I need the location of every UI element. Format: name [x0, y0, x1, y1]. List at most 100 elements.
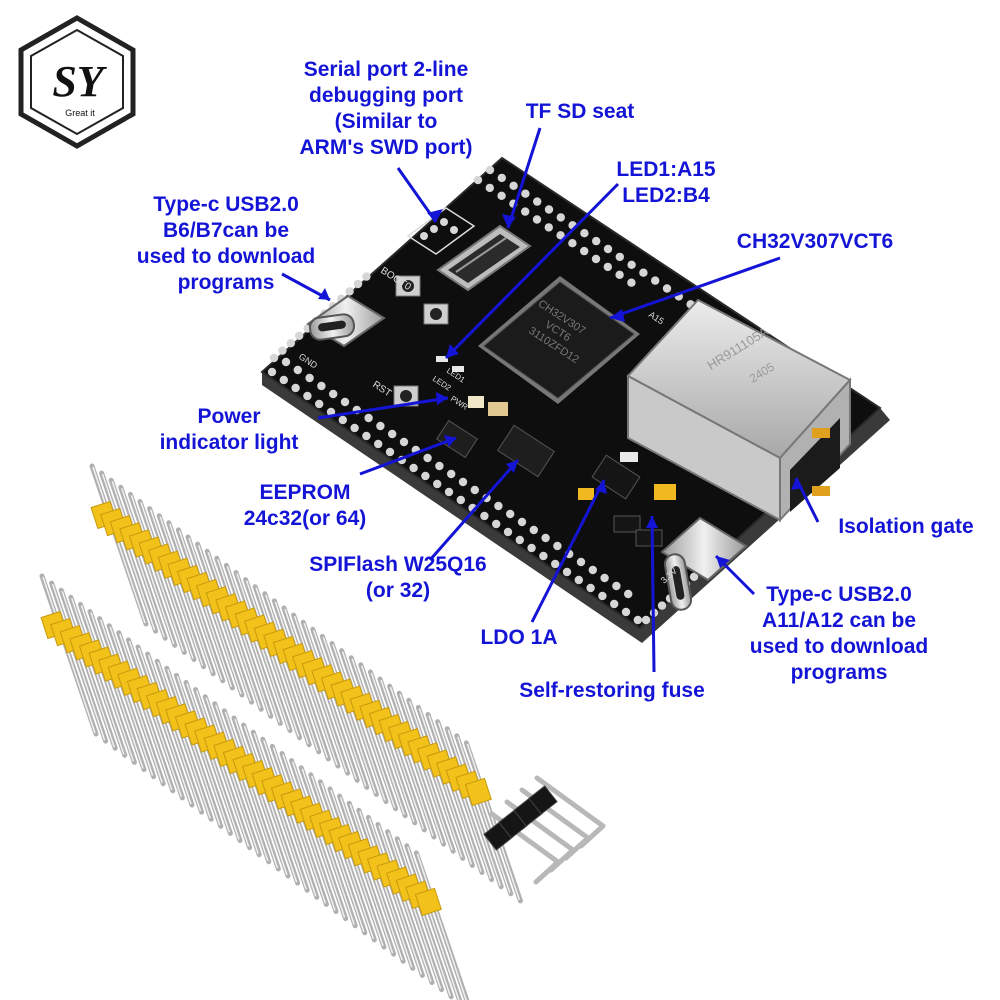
header-pin-shine: [121, 488, 175, 645]
pin-hole: [269, 353, 279, 363]
pin-hole: [350, 423, 359, 433]
boot-button: [395, 275, 421, 297]
header-pin-shine: [159, 516, 213, 673]
usb-left-label: Type-c USB2.0 B6/B7can be used to downlo…: [118, 192, 334, 296]
pin-hole: [509, 181, 518, 190]
header-pin-shine: [447, 729, 501, 886]
header-pin-shine: [265, 594, 319, 752]
pin-hole: [591, 254, 601, 264]
pin-hole: [544, 205, 554, 214]
pin-hole: [621, 607, 631, 617]
header-pin-shine: [263, 740, 317, 897]
arrowheads: [318, 209, 803, 568]
pin-hole: [433, 479, 442, 489]
pin-hole: [556, 213, 565, 222]
header-pin-shine: [361, 665, 415, 823]
pin-header-40: [39, 573, 470, 1000]
pin-hole: [529, 525, 538, 535]
pin-hole: [586, 583, 595, 593]
rst-button: [393, 385, 419, 407]
header-pin-shine: [437, 722, 492, 879]
pin-hole: [598, 591, 607, 601]
usb-right-line-1: Type-c USB2.0: [766, 583, 912, 606]
eeprom-line-2: 24c32(or 64): [243, 507, 367, 530]
pin-hole: [317, 381, 326, 391]
header-pin-shine: [186, 683, 240, 840]
header-pin-shine: [301, 768, 355, 925]
pin-hole: [592, 236, 601, 246]
pin-hole: [353, 279, 363, 289]
header-pin-shine: [282, 754, 336, 911]
serial-port-line-3: (Similar to: [334, 110, 438, 133]
header-pin-shine: [351, 658, 405, 815]
pin-hole: [435, 461, 444, 471]
pin-hole: [588, 565, 597, 575]
eeprom-chip: [436, 419, 478, 459]
pin-header-40: [89, 463, 523, 904]
ra-block: [528, 785, 558, 815]
pin-hole: [364, 413, 373, 423]
header-pin-shine: [130, 495, 185, 652]
header-pin-shine: [80, 605, 135, 762]
pin-hole: [326, 407, 336, 417]
header-pin-shine: [101, 473, 156, 631]
header-pin-shine: [255, 587, 309, 744]
reset-button: [423, 303, 449, 325]
logo-letters: SY: [52, 57, 107, 106]
fuse-text: Self-restoring fuse: [519, 679, 705, 702]
pin-hole: [409, 463, 418, 473]
header-pin-shine: [407, 846, 460, 1000]
header-pin-shine: [128, 640, 183, 798]
pin-hole: [627, 260, 636, 269]
header-pin-shine: [195, 690, 250, 847]
tf-sd-label: TF SD seat: [510, 99, 650, 125]
header-pin-shine: [378, 825, 432, 982]
spiflash-label: SPIFlash W25Q16 (or 32): [290, 552, 506, 604]
header-pin-shine: [368, 818, 423, 975]
header-pin-shine: [149, 509, 204, 666]
header-pin-shine: [272, 747, 327, 904]
pin-hole: [267, 367, 277, 377]
pin-hole: [362, 431, 371, 441]
header-pin-shine: [399, 693, 453, 851]
pin-hole: [315, 399, 324, 409]
header-pin-shine: [61, 590, 115, 748]
header-pin-shine: [243, 725, 298, 883]
pin-hole: [515, 535, 524, 545]
fuse-label: Self-restoring fuse: [492, 678, 732, 704]
pin-hole: [494, 501, 503, 511]
header-pin-shine: [397, 839, 451, 996]
pin-hole: [624, 589, 633, 599]
ldo-text: LDO 1A: [480, 626, 558, 649]
pin-hole: [612, 581, 621, 591]
header-pin-shine: [157, 661, 211, 819]
header-pin-shine: [389, 686, 444, 844]
serial-port-line-2: debugging port: [309, 84, 463, 107]
pin-hole: [517, 517, 527, 527]
led1-text: LED1:A15: [616, 158, 716, 181]
pin-hole: [627, 278, 636, 287]
header-pin-shine: [320, 782, 375, 940]
pin-hole: [580, 229, 589, 238]
header-pin-shine: [253, 732, 307, 890]
tf-sd-text: TF SD seat: [525, 100, 635, 123]
isolation-label: Isolation gate: [816, 514, 996, 540]
header-pin-shine: [409, 701, 463, 858]
ldo-chip: [591, 454, 641, 500]
pin-hole: [541, 533, 550, 543]
spiflash-chip: [497, 424, 555, 478]
isolation-text: Isolation gate: [838, 515, 974, 538]
pin-hole: [551, 559, 560, 569]
pin-hole: [603, 262, 612, 272]
header-pin-shine: [71, 598, 125, 755]
header-pin-shine: [349, 803, 403, 961]
pin-hole: [303, 391, 312, 401]
header-pin-shine: [339, 796, 394, 954]
pin-hole: [651, 276, 660, 285]
logo-tagline: Great it: [65, 108, 95, 118]
header-pin-shine: [169, 523, 223, 681]
header-pin-shine: [416, 853, 467, 1000]
pin-hole: [521, 189, 530, 198]
pin-hole: [657, 601, 667, 610]
